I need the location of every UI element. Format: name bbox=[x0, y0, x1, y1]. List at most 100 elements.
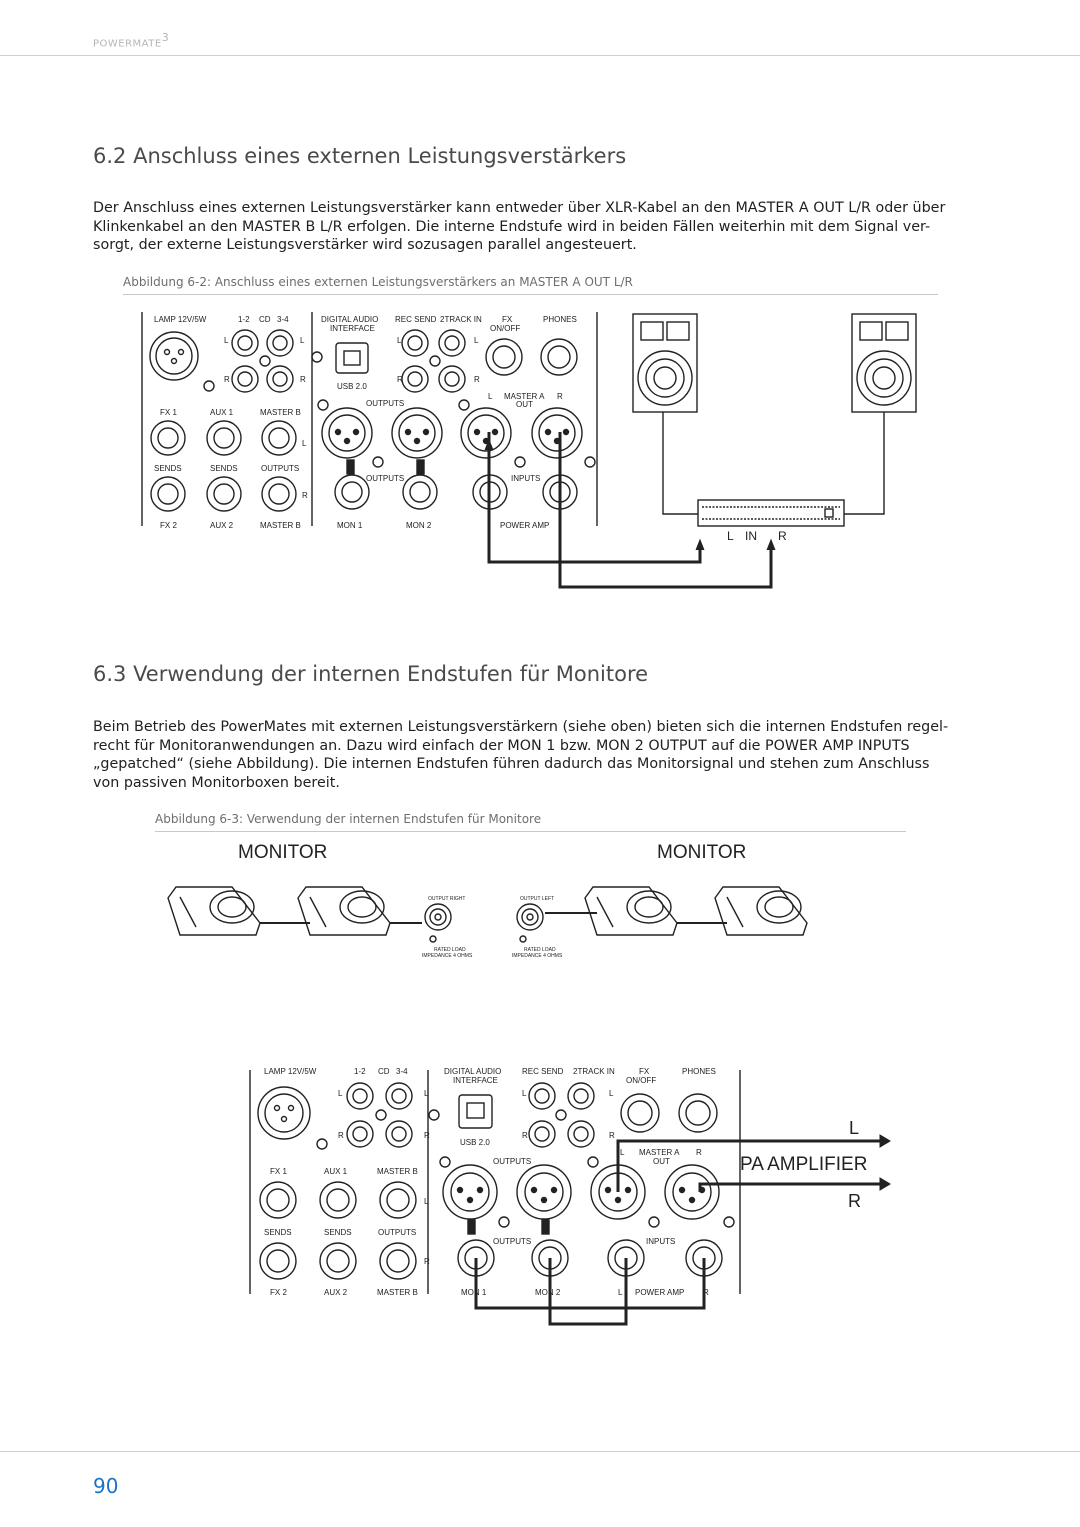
svg-text:FX 2: FX 2 bbox=[270, 1288, 287, 1297]
svg-text:OUTPUTS: OUTPUTS bbox=[366, 474, 404, 483]
svg-text:LAMP 12V/5W: LAMP 12V/5W bbox=[154, 315, 207, 324]
svg-text:R: R bbox=[397, 375, 403, 384]
svg-text:R: R bbox=[424, 1131, 430, 1140]
svg-text:R: R bbox=[224, 375, 230, 384]
svg-text:RATED LOAD: RATED LOAD bbox=[524, 947, 556, 953]
svg-text:R: R bbox=[474, 375, 480, 384]
svg-text:USB 2.0: USB 2.0 bbox=[460, 1138, 490, 1147]
svg-text:L: L bbox=[300, 336, 305, 345]
svg-text:R: R bbox=[696, 1148, 702, 1157]
monitor-wedge bbox=[584, 886, 678, 936]
svg-text:2TRACK IN: 2TRACK IN bbox=[440, 315, 482, 324]
svg-text:OUTPUTS: OUTPUTS bbox=[493, 1237, 531, 1246]
svg-text:L: L bbox=[224, 336, 229, 345]
svg-text:MASTER B: MASTER B bbox=[260, 521, 301, 530]
svg-text:L: L bbox=[522, 1089, 527, 1098]
svg-text:LAMP 12V/5W: LAMP 12V/5W bbox=[264, 1067, 317, 1076]
caption-rule bbox=[123, 294, 938, 295]
svg-text:CD: CD bbox=[378, 1067, 390, 1076]
svg-text:L: L bbox=[397, 336, 402, 345]
amp-input-label: IN bbox=[745, 529, 757, 543]
svg-text:3-4: 3-4 bbox=[277, 315, 289, 324]
svg-text:OUTPUTS: OUTPUTS bbox=[366, 399, 404, 408]
svg-text:IMPEDANCE 4 OHMS: IMPEDANCE 4 OHMS bbox=[512, 953, 563, 959]
section-heading-6-3: 6.3 Verwendung der internen Endstufen fü… bbox=[93, 662, 649, 686]
footer-rule bbox=[0, 1451, 1080, 1452]
svg-text:PHONES: PHONES bbox=[682, 1067, 716, 1076]
svg-text:INPUTS: INPUTS bbox=[646, 1237, 675, 1246]
svg-text:MASTER B: MASTER B bbox=[260, 408, 301, 417]
svg-text:MON 2: MON 2 bbox=[535, 1288, 561, 1297]
svg-text:POWER AMP: POWER AMP bbox=[635, 1288, 684, 1297]
svg-text:FX 2: FX 2 bbox=[160, 521, 177, 530]
svg-text:R: R bbox=[338, 1131, 344, 1140]
mixer-panel: LAMP 12V/5W 1-2 CD 3-4 DIGITAL AUDIO INT… bbox=[249, 1067, 741, 1297]
svg-text:OUTPUT LEFT: OUTPUT LEFT bbox=[520, 896, 554, 902]
body-line: von passiven Monitorboxen bereit. bbox=[93, 774, 340, 791]
speaker-left bbox=[632, 313, 698, 413]
body-line: recht für Monitoranwendungen an. Dazu wi… bbox=[93, 737, 910, 754]
brand-superscript: 3 bbox=[161, 31, 170, 44]
monitor-wedge bbox=[297, 886, 391, 936]
svg-text:R: R bbox=[300, 375, 306, 384]
svg-text:L: L bbox=[302, 439, 307, 448]
section-6-3-body: Beim Betrieb des PowerMates mit externen… bbox=[93, 718, 948, 792]
body-line: Beim Betrieb des PowerMates mit externen… bbox=[93, 719, 949, 735]
svg-text:ON/OFF: ON/OFF bbox=[490, 324, 520, 333]
running-header: POWERMATE3 bbox=[93, 31, 169, 50]
monitor-label-right: MONITOR bbox=[657, 842, 746, 863]
svg-text:DIGITAL AUDIO: DIGITAL AUDIO bbox=[444, 1067, 501, 1076]
svg-text:MASTER A: MASTER A bbox=[639, 1148, 680, 1157]
external-amplifier bbox=[697, 499, 845, 527]
caption-rule bbox=[155, 831, 906, 832]
body-line: sorgt, der externe Leistungsverstärker w… bbox=[93, 237, 637, 253]
svg-text:1-2: 1-2 bbox=[354, 1067, 366, 1076]
svg-text:L: L bbox=[618, 1288, 623, 1297]
amp-input-r: R bbox=[778, 529, 787, 543]
monitor-wedge bbox=[714, 886, 808, 936]
svg-text:FX: FX bbox=[639, 1067, 650, 1076]
svg-text:L: L bbox=[424, 1197, 429, 1206]
svg-text:INPUTS: INPUTS bbox=[511, 474, 540, 483]
svg-text:AUX 2: AUX 2 bbox=[324, 1288, 348, 1297]
monitor-label-left: MONITOR bbox=[238, 842, 327, 863]
svg-text:CD: CD bbox=[259, 315, 271, 324]
svg-text:L: L bbox=[474, 336, 479, 345]
svg-text:RATED LOAD: RATED LOAD bbox=[434, 947, 466, 953]
body-line: Klinkenkabel an den MASTER B L/R erfolge… bbox=[93, 218, 931, 235]
svg-text:MASTER A: MASTER A bbox=[504, 392, 545, 401]
svg-text:REC SEND: REC SEND bbox=[522, 1067, 564, 1076]
svg-text:OUT: OUT bbox=[516, 400, 533, 409]
svg-text:IMPEDANCE 4 OHMS: IMPEDANCE 4 OHMS bbox=[422, 953, 473, 959]
svg-text:MASTER B: MASTER B bbox=[377, 1167, 418, 1176]
body-line: Der Anschluss eines externen Leistungsve… bbox=[93, 200, 946, 216]
figure-6-2-diagram: LAMP 12V/5W 1-2 CD 3-4 DIGITAL AUDIO INT… bbox=[141, 312, 917, 589]
figure-6-3-diagram: MONITOR MONITOR OUTPUT RIGHT OUTPUT LEFT… bbox=[167, 842, 891, 1326]
header-rule bbox=[0, 55, 1080, 56]
svg-text:SENDS: SENDS bbox=[210, 464, 238, 473]
svg-text:1-2: 1-2 bbox=[238, 315, 250, 324]
page-number: 90 bbox=[93, 1474, 119, 1498]
pa-output-r: R bbox=[848, 1191, 861, 1211]
svg-text:USB 2.0: USB 2.0 bbox=[337, 382, 367, 391]
svg-text:R: R bbox=[424, 1257, 430, 1266]
svg-text:OUT: OUT bbox=[653, 1157, 670, 1166]
svg-text:INTERFACE: INTERFACE bbox=[330, 324, 375, 333]
svg-text:FX 1: FX 1 bbox=[270, 1167, 287, 1176]
svg-text:OUTPUTS: OUTPUTS bbox=[493, 1157, 531, 1166]
svg-text:L: L bbox=[338, 1089, 343, 1098]
svg-text:AUX 1: AUX 1 bbox=[324, 1167, 348, 1176]
svg-text:L: L bbox=[424, 1089, 429, 1098]
svg-text:R: R bbox=[522, 1131, 528, 1140]
svg-text:MON 2: MON 2 bbox=[406, 521, 432, 530]
svg-text:AUX 1: AUX 1 bbox=[210, 408, 234, 417]
svg-text:INTERFACE: INTERFACE bbox=[453, 1076, 498, 1085]
svg-text:R: R bbox=[609, 1131, 615, 1140]
svg-text:SENDS: SENDS bbox=[154, 464, 182, 473]
svg-text:PHONES: PHONES bbox=[543, 315, 577, 324]
svg-text:R: R bbox=[302, 491, 308, 500]
svg-text:L: L bbox=[609, 1089, 614, 1098]
svg-text:OUTPUTS: OUTPUTS bbox=[261, 464, 299, 473]
svg-text:SENDS: SENDS bbox=[264, 1228, 292, 1237]
svg-text:FX: FX bbox=[502, 315, 513, 324]
